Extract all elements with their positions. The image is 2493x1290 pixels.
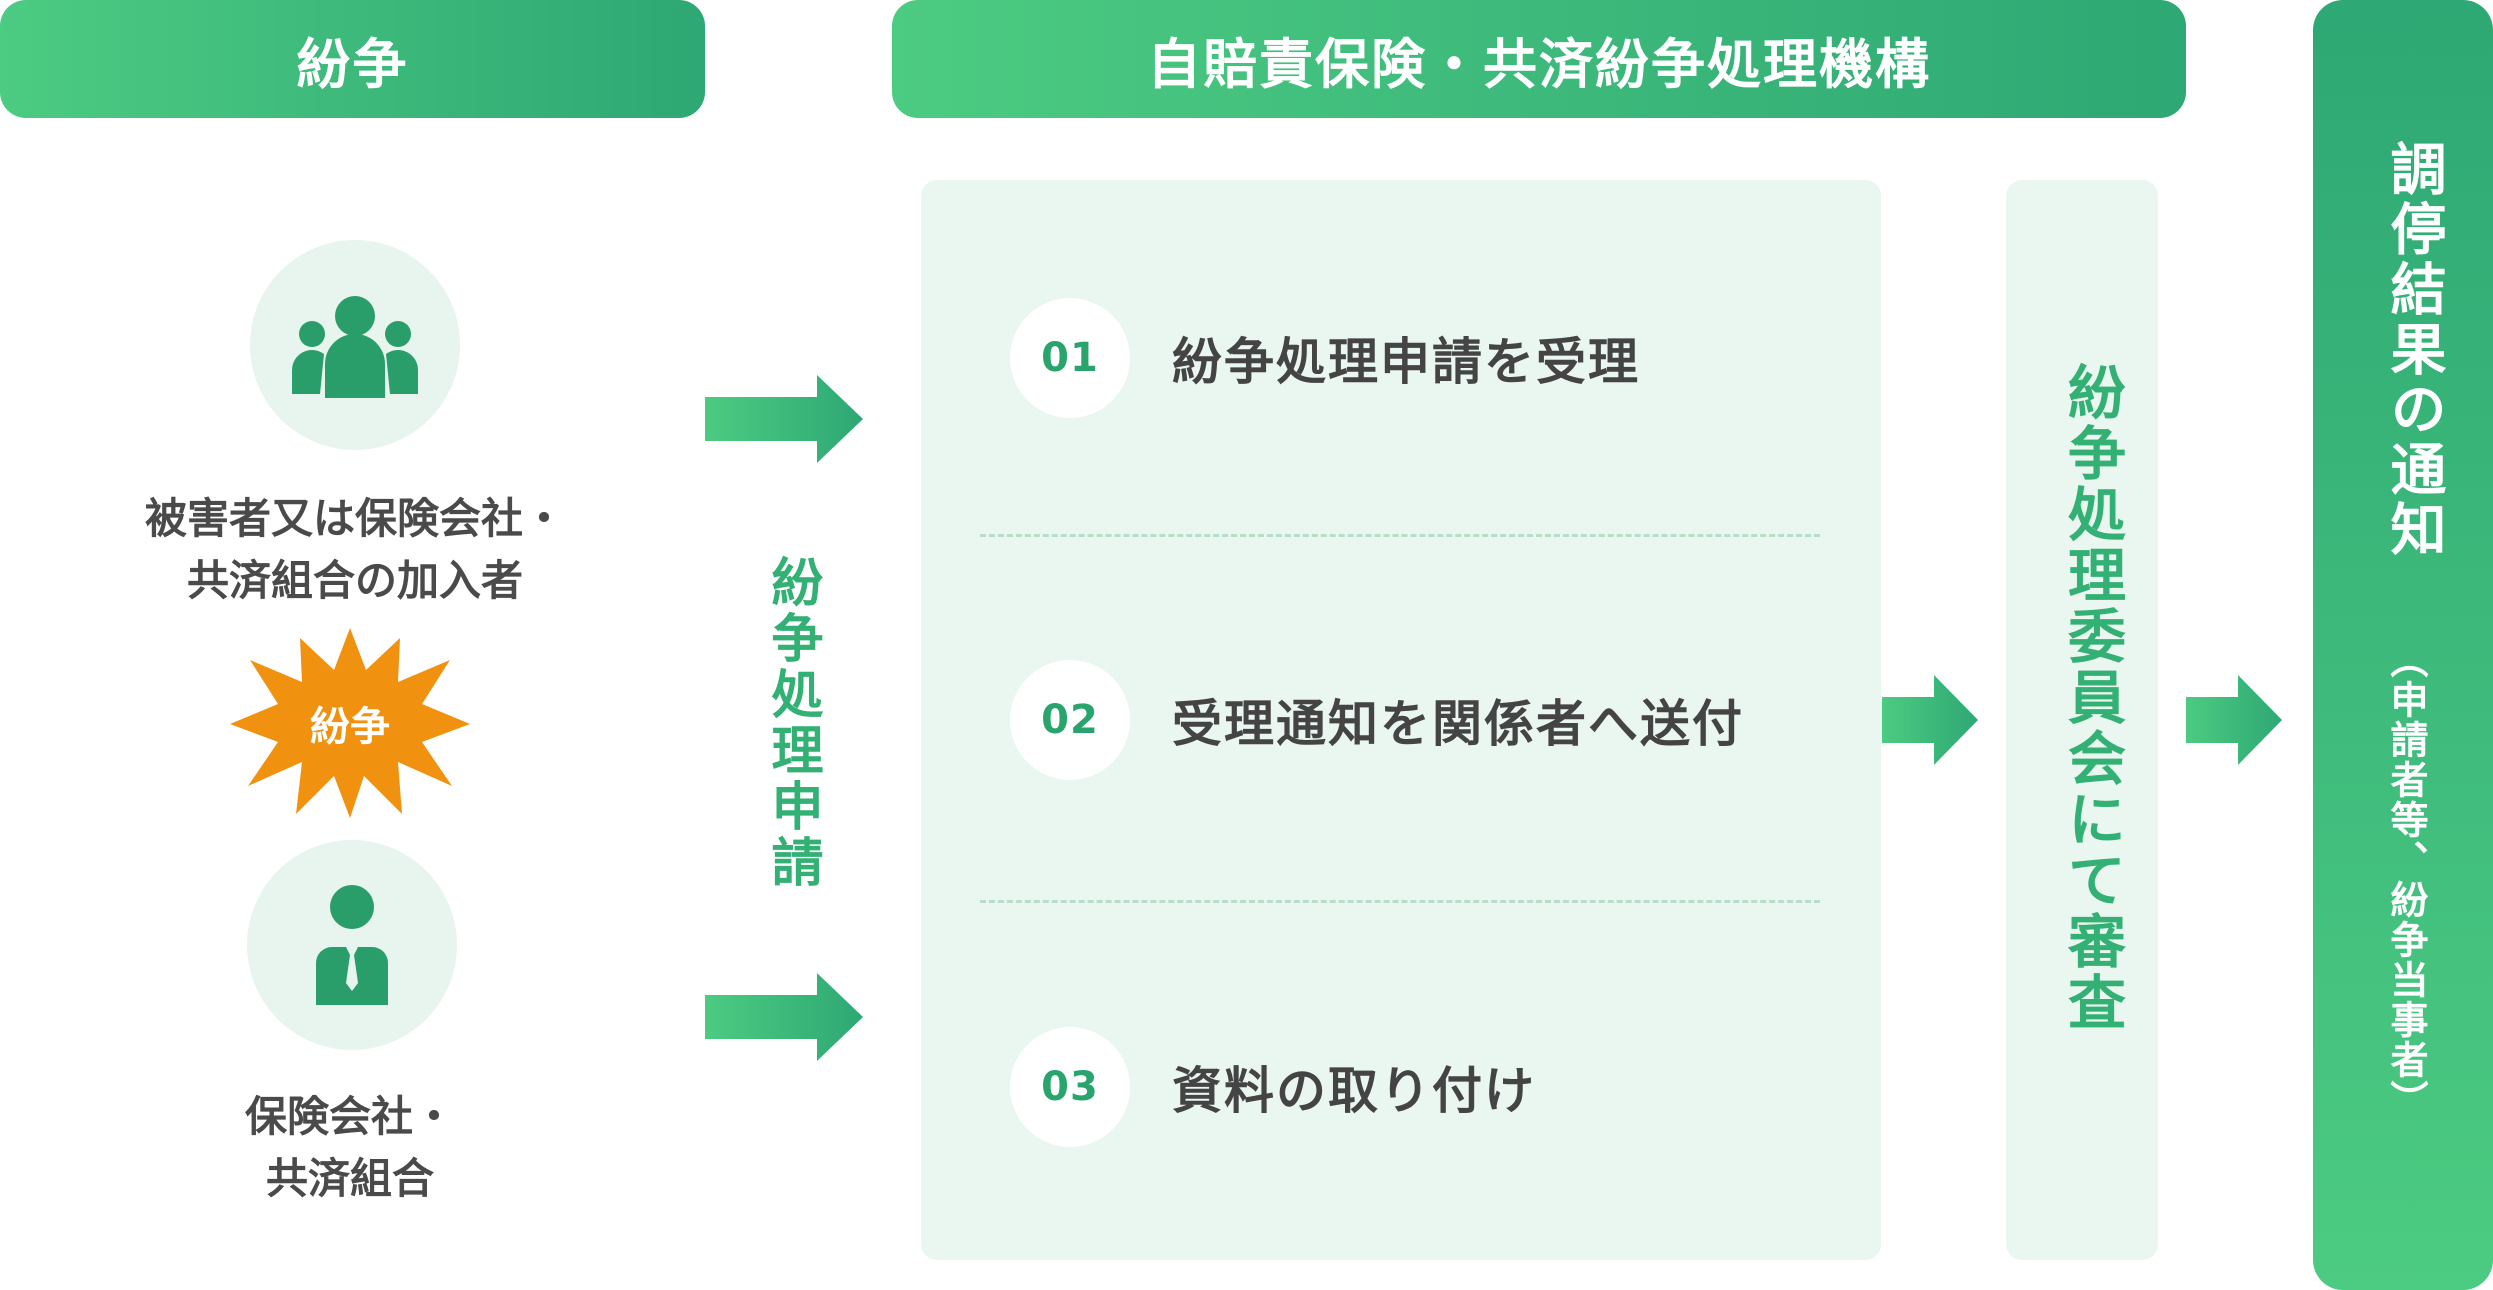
step-divider (980, 900, 1820, 903)
step-number: 02 (1010, 660, 1130, 780)
burst-icon (230, 628, 470, 818)
organization-header: 自賠責保険・共済紛争処理機構 (892, 0, 2186, 118)
arrow-right-icon (705, 375, 863, 463)
arrow-right-icon (705, 973, 863, 1061)
conflict-badge-label: 紛争 (310, 704, 390, 750)
step-number: 03 (1010, 1027, 1130, 1147)
committee-label: 紛争処理委員会にて審査 (2058, 362, 2126, 1033)
step-02: 02 受理通知を関係者へ送付 (1010, 660, 1744, 780)
result-column: 調停結果の通知 （申請者等、紛争当事者） (2313, 0, 2493, 1290)
step-01: 01 紛争処理申請を受理 (1010, 298, 1640, 418)
claimant-label: 被害者又は保険会社・ 共済組合の加入者 (144, 494, 565, 605)
application-label: 紛争処理申請 (762, 555, 822, 891)
organization-header-label: 自賠責保険・共済紛争処理機構 (1147, 32, 1931, 96)
insurer-label: 保険会社・ 共済組合 (244, 1092, 455, 1203)
arrow-right-icon (1882, 675, 1978, 765)
conflict-burst: 紛争 (230, 628, 470, 818)
step-number: 01 (1010, 298, 1130, 418)
dispute-header-label: 紛争 (296, 32, 409, 96)
step-text: 受理通知を関係者へ送付 (1172, 695, 1744, 753)
committee-panel (2006, 180, 2158, 1260)
step-text: 資料の取り付け (1172, 1062, 1536, 1120)
result-note: （申請者等、紛争当事者） (2384, 640, 2428, 1120)
dispute-header: 紛争 (0, 0, 705, 118)
result-title: 調停結果の通知 (2381, 140, 2446, 560)
claimant-icon-circle (250, 240, 460, 450)
group-icon (292, 296, 418, 398)
step-divider (980, 534, 1820, 537)
step-text: 紛争処理申請を受理 (1172, 333, 1640, 391)
insurer-icon-circle (247, 840, 457, 1050)
arrow-right-icon (2186, 675, 2282, 765)
person-icon (316, 885, 388, 1005)
step-03: 03 資料の取り付け (1010, 1027, 1536, 1147)
